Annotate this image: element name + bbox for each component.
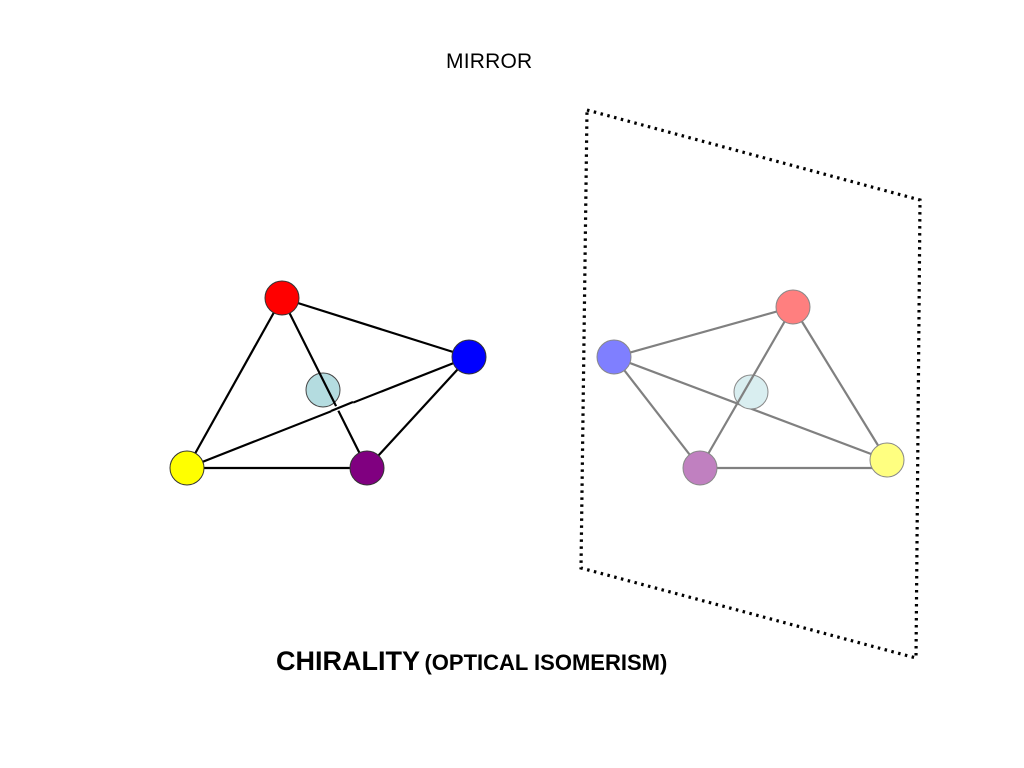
bond	[699, 306, 794, 469]
purple-atom	[349, 450, 385, 486]
red-atom	[264, 280, 300, 316]
mirror-image-molecule	[596, 289, 905, 486]
faded-blue-atom	[596, 339, 632, 375]
bond	[792, 306, 888, 461]
blue-atom	[451, 339, 487, 375]
bond	[366, 356, 470, 469]
mirror-label: MIRROR	[446, 50, 533, 73]
bond	[186, 355, 470, 470]
title-main: CHIRALITY	[276, 646, 420, 676]
bond	[330, 400, 354, 413]
original-molecule	[169, 280, 487, 486]
faded-purple-atom	[682, 450, 718, 486]
yellow-atom	[169, 450, 205, 486]
faded-yellow-atom	[869, 442, 905, 478]
title-subtitle: (OPTICAL ISOMERISM)	[424, 650, 668, 675]
bond	[613, 305, 794, 359]
bond	[281, 297, 368, 469]
slide-title: CHIRALITY (OPTICAL ISOMERISM)	[276, 646, 667, 677]
bond	[613, 356, 701, 469]
mirror-plane	[579, 107, 922, 661]
bond	[186, 297, 283, 469]
faded-red-atom	[775, 289, 811, 325]
bond	[281, 296, 470, 359]
faded-central-atom	[733, 374, 769, 410]
